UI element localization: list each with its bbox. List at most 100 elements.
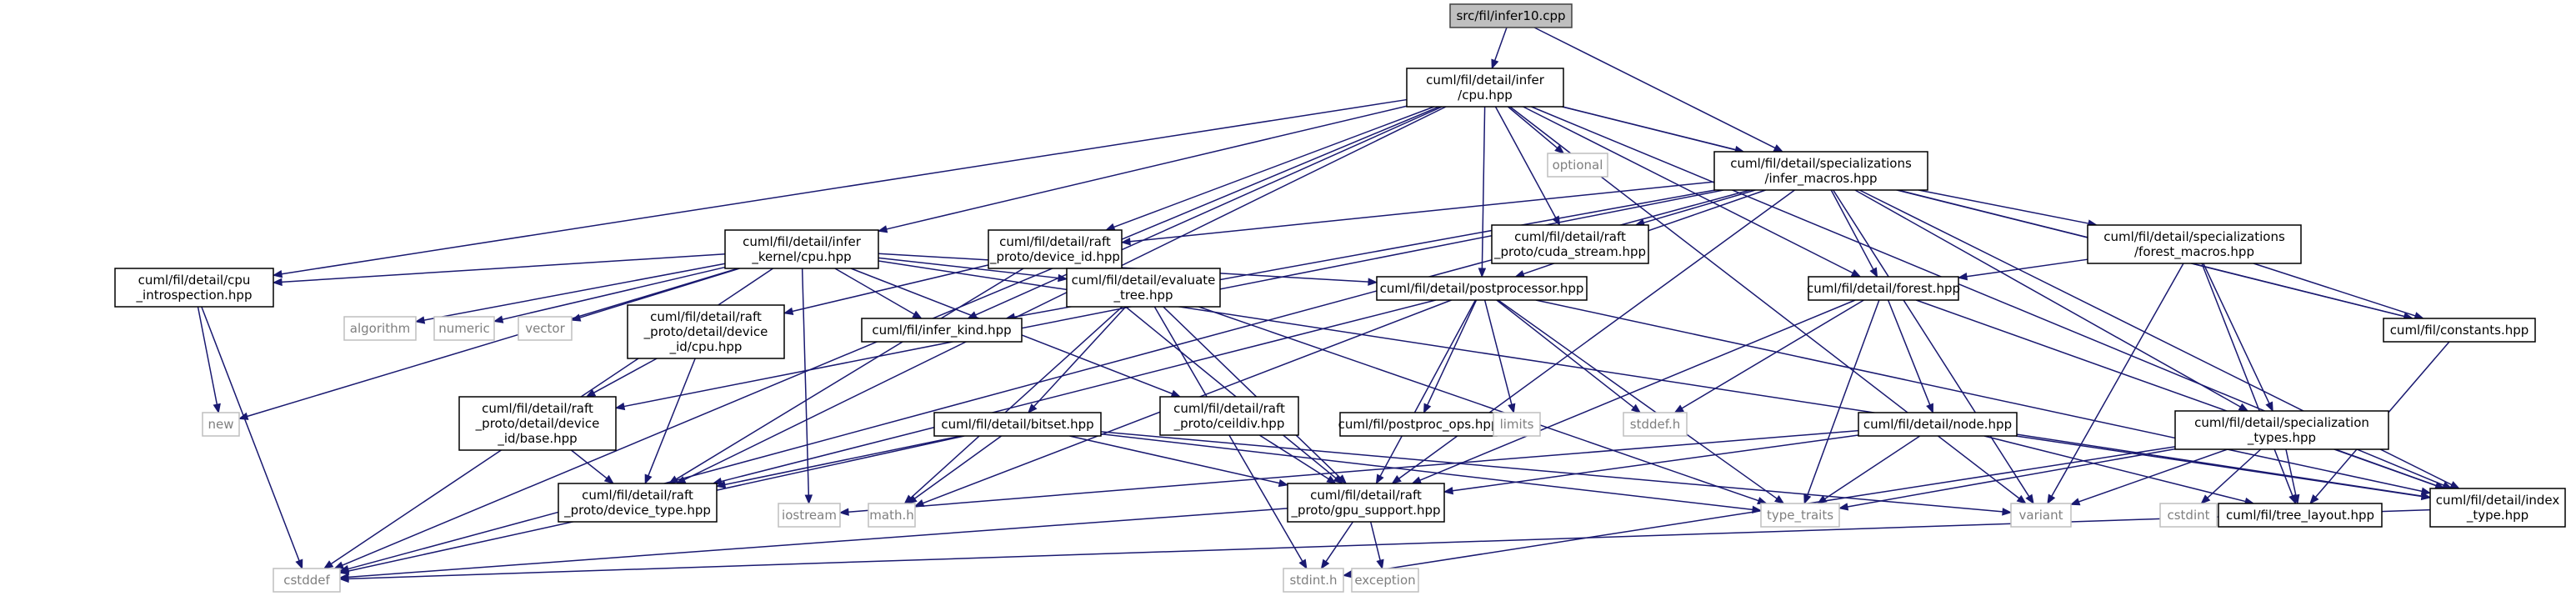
edge-arrowhead: [1376, 558, 1384, 570]
edge-arrowhead: [838, 508, 849, 516]
edge-arrowhead: [715, 480, 727, 488]
node-device_base[interactable]: cuml/fil/detail/raft_proto/detail/device…: [458, 396, 617, 451]
node-label: _proto/cuda_stream.hpp: [1493, 244, 1646, 260]
node-ceildiv[interactable]: cuml/fil/detail/raft_proto/ceildiv.hpp: [1159, 396, 1299, 436]
edge-arrowhead: [603, 474, 615, 484]
node-label: cuml/fil/detail/specializations: [2103, 229, 2285, 244]
edge-arrowhead: [333, 561, 345, 569]
node-bitset[interactable]: cuml/fil/detail/bitset.hpp: [933, 412, 1102, 437]
edge-evaluate_tree-to-bitset: [1033, 306, 1127, 408]
edge-arrowhead: [668, 475, 679, 484]
node-tree_layout[interactable]: cuml/fil/tree_layout.hpp: [2218, 503, 2383, 528]
node-constants[interactable]: cuml/fil/constants.hpp: [2383, 318, 2536, 343]
node-forest_hpp[interactable]: cuml/fil/detail/forest.hpp: [1807, 276, 1960, 301]
edge-node_hpp-to-gpu_support: [1452, 434, 1859, 492]
edge-bitset-to-math_h: [914, 435, 1003, 499]
node-vector: vector: [518, 316, 573, 341]
edge-arrowhead: [414, 316, 426, 324]
node-box: [1623, 412, 1688, 437]
edge-gpu_support-to-stdint_h: [1325, 521, 1354, 563]
node-device_type[interactable]: cuml/fil/detail/raft_proto/device_type.h…: [558, 483, 718, 523]
node-cpu_introspection[interactable]: cuml/fil/detail/cpu_introspection.hpp: [114, 268, 274, 308]
node-infer10[interactable]: src/fil/infer10.cpp: [1449, 3, 1573, 28]
edge-arrowhead: [1342, 570, 1353, 578]
node-device_id_cpu[interactable]: cuml/fil/detail/raft_proto/detail/device…: [627, 304, 785, 359]
node-box: [2218, 503, 2383, 528]
node-forest_macros[interactable]: cuml/fil/detail/specializations/forest_m…: [2087, 224, 2302, 264]
node-gpu_support[interactable]: cuml/fil/detail/raft_proto/gpu_support.h…: [1287, 483, 1445, 523]
edge-node_hpp-to-index_type: [2015, 435, 2423, 498]
node-box: [2174, 410, 2389, 450]
node-box: [1159, 396, 1299, 436]
node-postprocessor[interactable]: cuml/fil/detail/postprocessor.hpp: [1376, 276, 1588, 301]
node-box: [1713, 151, 1928, 191]
edge-postprocessor-to-index_type: [1535, 299, 2423, 493]
node-box: [433, 316, 495, 341]
node-label: cuml/fil/infer_kind.hpp: [872, 323, 1011, 338]
node-spec_types[interactable]: cuml/fil/detail/specialization_types.hpp: [2174, 410, 2389, 450]
node-box: [1339, 412, 1498, 437]
edge-device_base-to-device_type: [570, 449, 608, 479]
edge-arrowhead: [1326, 475, 1337, 484]
node-postproc_ops[interactable]: cuml/fil/postproc_ops.hpp: [1338, 412, 1499, 437]
edge-infer10-to-cpu_hpp: [1493, 27, 1508, 61]
edge-cpu_hpp-to-device_id: [1113, 106, 1435, 228]
edge-arrowhead: [1673, 404, 1684, 413]
node-label: limits: [1500, 417, 1534, 432]
node-box: [518, 316, 573, 341]
edge-arrowhead: [272, 269, 283, 278]
node-label: _proto/gpu_support.hpp: [1290, 503, 1440, 518]
edge-arrowhead: [1478, 268, 1487, 278]
node-label: cuml/fil/detail/raft: [1173, 401, 1285, 416]
edge-arrowhead: [1368, 278, 1378, 286]
edge-arrowhead: [2265, 401, 2273, 413]
edge-postprocessor-to-postproc_ops: [1427, 299, 1478, 406]
node-label: numeric: [438, 321, 489, 336]
edge-forest_macros-to-constants: [2253, 263, 2416, 317]
node-evaluate_tree[interactable]: cuml/fil/detail/evaluate_tree.hpp: [1066, 268, 1221, 308]
edge-spec_types-to-cstdint: [2207, 448, 2262, 498]
node-label: _types.hpp: [2247, 430, 2316, 446]
node-cuda_stream[interactable]: cuml/fil/detail/raft_proto/cuda_stream.h…: [1491, 224, 1649, 264]
edge-arrowhead: [1298, 558, 1308, 570]
node-box: [868, 503, 916, 528]
edge-cpu_introspection-to-cstddef: [201, 306, 300, 561]
node-label: cuml/fil/detail/raft: [1514, 229, 1626, 244]
node-infer_macros[interactable]: cuml/fil/detail/specializations/infer_ma…: [1713, 151, 1928, 191]
node-index_type[interactable]: cuml/fil/detail/index_type.hpp: [2429, 488, 2566, 528]
node-numeric: numeric: [433, 316, 495, 341]
edge-arrowhead: [1554, 144, 1565, 154]
edge-arrowhead: [1803, 493, 1812, 505]
node-device_id[interactable]: cuml/fil/detail/raft_proto/device_id.hpp: [988, 229, 1123, 269]
node-label: cuml/fil/postproc_ops.hpp: [1338, 417, 1499, 433]
edge-infer_macros-to-spec_types: [1854, 189, 2241, 408]
node-node_hpp[interactable]: cuml/fil/detail/node.hpp: [1858, 412, 2018, 437]
edge-arrowhead: [1508, 403, 1516, 414]
edge-arrowhead: [1443, 486, 1454, 495]
node-label: cuml/fil/detail/postprocessor.hpp: [1380, 281, 1584, 296]
edge-bitset-to-variant: [1100, 431, 2003, 513]
node-label: cuml/fil/detail/cpu: [138, 273, 251, 288]
node-label: cuml/fil/detail/infer: [743, 234, 862, 249]
edge-bitset-to-type_traits: [1100, 433, 1753, 511]
node-infer_kind[interactable]: cuml/fil/infer_kind.hpp: [861, 318, 1023, 343]
node-box: [114, 268, 274, 308]
edge-arrowhead: [2420, 492, 2432, 501]
node-box: [627, 304, 785, 359]
edge-arrowhead: [2047, 493, 2056, 505]
edge-device_id-to-device_type: [676, 268, 1024, 480]
edge-forest_hpp-to-stddef_h: [1681, 299, 1864, 409]
node-label: algorithm: [350, 321, 410, 336]
node-label: iostream: [782, 508, 837, 523]
node-infer_kernel_cpu[interactable]: cuml/fil/detail/infer_kernel/cpu.hpp: [724, 229, 879, 269]
node-box: [1406, 68, 1564, 108]
node-label: type_traits: [1767, 508, 1833, 523]
edge-evaluate_tree-to-math_h: [910, 306, 1123, 498]
node-box: [2010, 503, 2072, 528]
edge-device_id_cpu-to-device_type: [648, 358, 696, 476]
node-math_h: math.h: [868, 503, 916, 528]
edge-cpu_hpp-to-infer_kind: [975, 106, 1443, 316]
node-label: /forest_macros.hpp: [2134, 244, 2254, 260]
node-cpu_hpp[interactable]: cuml/fil/detail/infer/cpu.hpp: [1406, 68, 1564, 108]
